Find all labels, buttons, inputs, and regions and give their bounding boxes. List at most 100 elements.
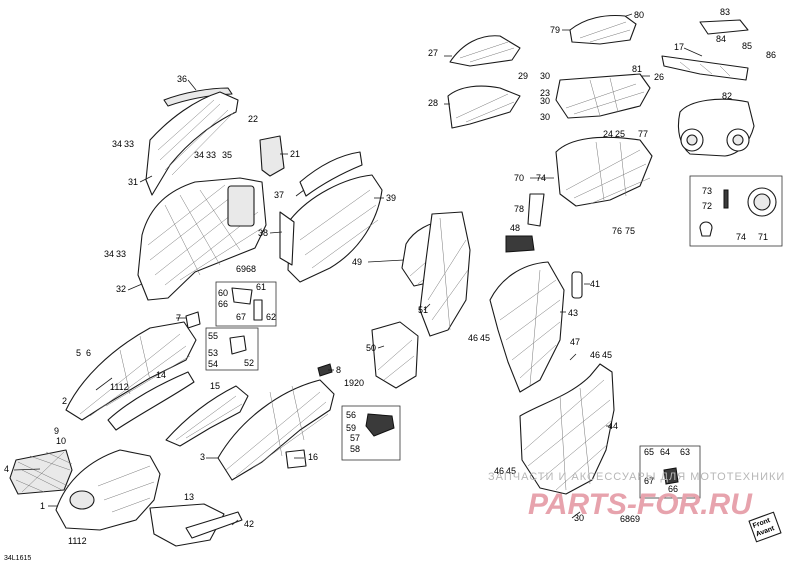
callout-17: 17 bbox=[674, 42, 684, 52]
leader-lines bbox=[13, 13, 703, 526]
callout-74: 74 bbox=[736, 232, 746, 242]
part-70-headlight bbox=[555, 136, 653, 207]
callout-48: 48 bbox=[510, 223, 520, 233]
part-1-front-nose bbox=[55, 449, 161, 531]
callout-26: 26 bbox=[654, 72, 664, 82]
callout-53: 53 bbox=[208, 348, 218, 358]
callout-70: 70 bbox=[514, 173, 524, 183]
callout-86: 86 bbox=[766, 50, 776, 60]
callout-66: 66 bbox=[218, 299, 228, 309]
callout-5: 5 bbox=[76, 348, 81, 358]
callout-44: 44 bbox=[608, 421, 618, 431]
callout-20: 20 bbox=[354, 378, 364, 388]
callout-64: 64 bbox=[660, 447, 670, 457]
callout-2: 2 bbox=[62, 396, 67, 406]
document-code: 34L1615 bbox=[4, 555, 31, 562]
callout-21: 21 bbox=[290, 149, 300, 159]
callout-43: 43 bbox=[568, 308, 578, 318]
detail-box-63-67 bbox=[639, 445, 701, 499]
callout-66: 66 bbox=[668, 484, 678, 494]
callout-1112: 1112 bbox=[110, 382, 129, 392]
callout-51: 51 bbox=[418, 305, 428, 315]
front-direction-badge bbox=[748, 511, 782, 543]
part-43-side-fairing bbox=[489, 261, 565, 393]
callout-6869: 6869 bbox=[620, 514, 640, 524]
callout-42: 42 bbox=[244, 519, 254, 529]
callout-47: 47 bbox=[570, 337, 580, 347]
part-8-clip bbox=[317, 363, 333, 377]
callout-39: 39 bbox=[386, 193, 396, 203]
callout-6: 6 bbox=[86, 348, 91, 358]
part-62-pin bbox=[253, 299, 263, 321]
callout-85: 85 bbox=[742, 41, 752, 51]
callout-36: 36 bbox=[177, 74, 187, 84]
part-60-lever bbox=[231, 287, 253, 305]
callout-19: 19 bbox=[344, 378, 354, 388]
callout-46: 46 bbox=[590, 350, 600, 360]
callout-77: 77 bbox=[638, 129, 648, 139]
callout-34: 34 bbox=[194, 150, 204, 160]
callout-60: 60 bbox=[218, 288, 228, 298]
part-4-grille bbox=[9, 449, 73, 495]
detail-box-56-59 bbox=[341, 405, 401, 461]
callout-59: 59 bbox=[346, 423, 356, 433]
callout-29: 29 bbox=[518, 71, 528, 81]
callout-71: 71 bbox=[758, 232, 768, 242]
part-31-side-panel bbox=[145, 91, 239, 196]
part-48-grille bbox=[505, 235, 535, 253]
callout-27: 27 bbox=[428, 48, 438, 58]
callout-32: 32 bbox=[116, 284, 126, 294]
callout-74: 74 bbox=[536, 173, 546, 183]
callout-73: 73 bbox=[702, 186, 712, 196]
part-37-side-cover bbox=[299, 151, 363, 197]
callout-76: 76 bbox=[612, 226, 622, 236]
callout-16: 16 bbox=[308, 452, 318, 462]
callout-54: 54 bbox=[208, 359, 218, 369]
callout-83: 83 bbox=[720, 7, 730, 17]
part-7-clip bbox=[185, 311, 201, 329]
callout-41: 41 bbox=[590, 279, 600, 289]
callout-75: 75 bbox=[625, 226, 635, 236]
part-28-deflector bbox=[447, 85, 521, 129]
callout-61: 61 bbox=[256, 282, 266, 292]
part-38-trim bbox=[279, 211, 295, 266]
part-1-logo-recess bbox=[69, 490, 95, 510]
part-15-panel bbox=[165, 385, 249, 447]
callout-37: 37 bbox=[274, 190, 284, 200]
callout-30: 30 bbox=[540, 112, 550, 122]
callout-57: 57 bbox=[350, 433, 360, 443]
callout-72: 72 bbox=[702, 201, 712, 211]
part-21-bracket bbox=[259, 135, 285, 177]
callout-8: 8 bbox=[336, 365, 341, 375]
part-16-block bbox=[285, 449, 307, 469]
callout-33: 33 bbox=[116, 249, 126, 259]
part-78-bracket bbox=[527, 193, 545, 227]
callout-30: 30 bbox=[540, 71, 550, 81]
callout-62: 62 bbox=[266, 312, 276, 322]
callout-63: 63 bbox=[680, 447, 690, 457]
part-41-plug bbox=[571, 271, 583, 299]
detail-box-60-62 bbox=[215, 281, 277, 327]
part-3-side-panel bbox=[217, 379, 335, 481]
callout-labels: 36 34 33 31 34 33 35 22 21 37 39 38 34 3… bbox=[4, 7, 776, 546]
part-83-bracket bbox=[699, 19, 749, 35]
callout-82: 82 bbox=[722, 91, 732, 101]
callout-28: 28 bbox=[428, 98, 438, 108]
callout-52: 52 bbox=[244, 358, 254, 368]
callout-3: 3 bbox=[200, 452, 205, 462]
callout-34: 34 bbox=[104, 249, 114, 259]
callout-1112: 1112 bbox=[68, 536, 87, 546]
callout-4: 4 bbox=[4, 464, 9, 474]
callout-14: 14 bbox=[156, 370, 166, 380]
callout-65: 65 bbox=[644, 447, 654, 457]
part-52-bracket bbox=[229, 335, 247, 355]
callout-30: 30 bbox=[540, 96, 550, 106]
part-73-bulb-holder bbox=[723, 189, 729, 209]
part-39-side-cover bbox=[287, 174, 383, 283]
callout-45: 45 bbox=[506, 466, 516, 476]
callout-49: 49 bbox=[352, 257, 362, 267]
part-32-mirror-opening bbox=[227, 185, 255, 227]
part-44-lower-fairing bbox=[519, 363, 615, 495]
callout-84: 84 bbox=[716, 34, 726, 44]
